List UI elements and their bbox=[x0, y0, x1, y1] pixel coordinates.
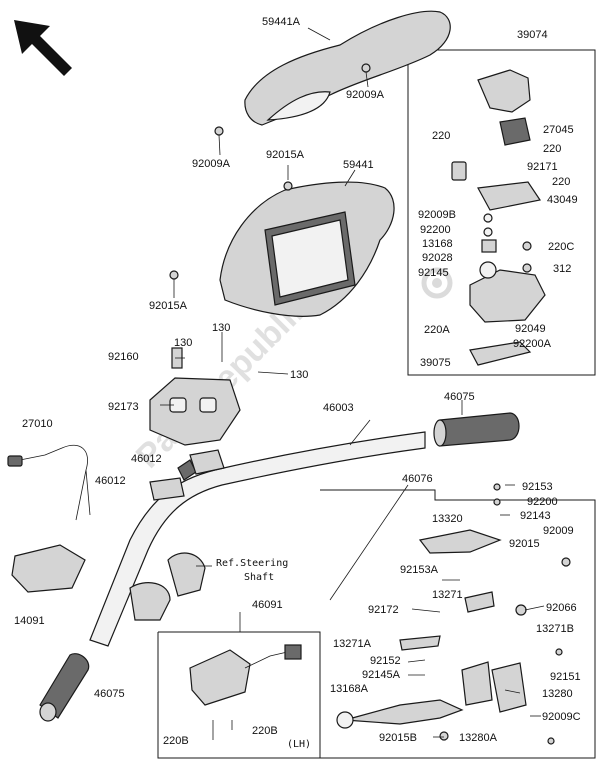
label-13280A: 13280A bbox=[459, 732, 498, 744]
label-92009: 92009 bbox=[543, 525, 574, 537]
arrow-up-left-icon bbox=[14, 20, 72, 76]
meter-cover-59441 bbox=[219, 181, 395, 317]
label-14091: 14091 bbox=[14, 615, 45, 627]
label-130-c: 130 bbox=[290, 369, 308, 381]
label-46012-a: 46012 bbox=[131, 453, 162, 465]
label-39074: 39074 bbox=[517, 29, 548, 41]
label-13271B: 13271B bbox=[536, 623, 574, 635]
label-59441A: 59441A bbox=[262, 16, 301, 28]
label-92152: 92152 bbox=[370, 655, 401, 667]
label-92200: 92200 bbox=[420, 224, 451, 236]
label-220B-a: 220B bbox=[163, 735, 189, 747]
switch-14091 bbox=[11, 544, 86, 593]
lh-switch-46091 bbox=[189, 644, 302, 706]
label-92009A-left: 92009A bbox=[192, 158, 231, 170]
gear-icon bbox=[421, 267, 453, 299]
label-46075-right: 46075 bbox=[444, 391, 475, 403]
label-46012-b: 46012 bbox=[95, 475, 126, 487]
lever-13168A bbox=[336, 699, 464, 729]
label-13271A: 13271A bbox=[333, 638, 372, 650]
label-220-c: 220 bbox=[552, 176, 570, 188]
label-13168A: 13168A bbox=[330, 683, 369, 695]
label-92200-b: 92200 bbox=[527, 496, 558, 508]
label-46075-left: 46075 bbox=[94, 688, 125, 700]
upper-cover-59441A bbox=[244, 10, 451, 126]
bracket-92173 bbox=[149, 347, 241, 446]
label-92145: 92145 bbox=[418, 267, 449, 279]
label-92015: 92015 bbox=[509, 538, 540, 550]
label-220A: 220A bbox=[424, 324, 450, 336]
label-92015B: 92015B bbox=[379, 732, 417, 744]
label-92015A-top: 92015A bbox=[266, 149, 305, 161]
label-92145A: 92145A bbox=[362, 669, 401, 681]
leader-lines bbox=[160, 27, 545, 740]
reference-note-line2: Shaft bbox=[244, 572, 274, 583]
label-46076: 46076 bbox=[402, 473, 433, 485]
label-92200A: 92200A bbox=[513, 338, 552, 350]
label-46091: 46091 bbox=[252, 599, 283, 611]
label-13320: 13320 bbox=[432, 513, 463, 525]
label-130-b: 130 bbox=[174, 337, 192, 349]
label-92009A-right: 92009A bbox=[346, 89, 385, 101]
grip-46075-right bbox=[433, 412, 520, 447]
label-92172: 92172 bbox=[368, 604, 399, 616]
label-27010: 27010 bbox=[22, 418, 53, 430]
label-312: 312 bbox=[553, 263, 571, 275]
label-13280: 13280 bbox=[542, 688, 573, 700]
label-92015A-bottom: 92015A bbox=[149, 300, 188, 312]
label-92173: 92173 bbox=[108, 401, 139, 413]
reference-note-line1: Ref.Steering bbox=[216, 558, 288, 569]
label-92153A: 92153A bbox=[400, 564, 439, 576]
grip-46075-left bbox=[39, 653, 90, 722]
label-220C: 220C bbox=[548, 241, 574, 253]
cable-27010 bbox=[7, 444, 91, 521]
handlebar-clamps-46012 bbox=[129, 449, 225, 621]
label-92049: 92049 bbox=[515, 323, 546, 335]
label-13271: 13271 bbox=[432, 589, 463, 601]
label-13168: 13168 bbox=[422, 238, 453, 250]
label-92009C: 92009C bbox=[542, 711, 581, 723]
label-92009B: 92009B bbox=[418, 209, 456, 221]
lever-13320 bbox=[418, 529, 502, 554]
lh-switch-box bbox=[157, 631, 321, 759]
label-59441: 59441 bbox=[343, 159, 374, 171]
label-27045: 27045 bbox=[543, 124, 574, 136]
label-220-a: 220 bbox=[432, 130, 450, 142]
part-labels: 59441A 92009A 92009A 92015A 59441 92015A… bbox=[14, 16, 581, 750]
label-92153: 92153 bbox=[522, 481, 553, 493]
label-39075: 39075 bbox=[420, 357, 451, 369]
label-46003: 46003 bbox=[323, 402, 354, 414]
label-92171: 92171 bbox=[527, 161, 558, 173]
label-92143: 92143 bbox=[520, 510, 551, 522]
label-92028: 92028 bbox=[422, 252, 453, 264]
switch-housing-39074 bbox=[451, 69, 546, 366]
label-92151: 92151 bbox=[550, 671, 581, 683]
label-92066: 92066 bbox=[546, 602, 577, 614]
label-43049: 43049 bbox=[547, 194, 578, 206]
switch-assembly-box bbox=[407, 49, 596, 376]
lh-note: (LH) bbox=[287, 739, 311, 750]
label-92160: 92160 bbox=[108, 351, 139, 363]
lever-holders-13280 bbox=[399, 591, 527, 713]
label-220-b: 220 bbox=[543, 143, 561, 155]
label-130-a: 130 bbox=[212, 322, 230, 334]
label-220B-b: 220B bbox=[252, 725, 278, 737]
